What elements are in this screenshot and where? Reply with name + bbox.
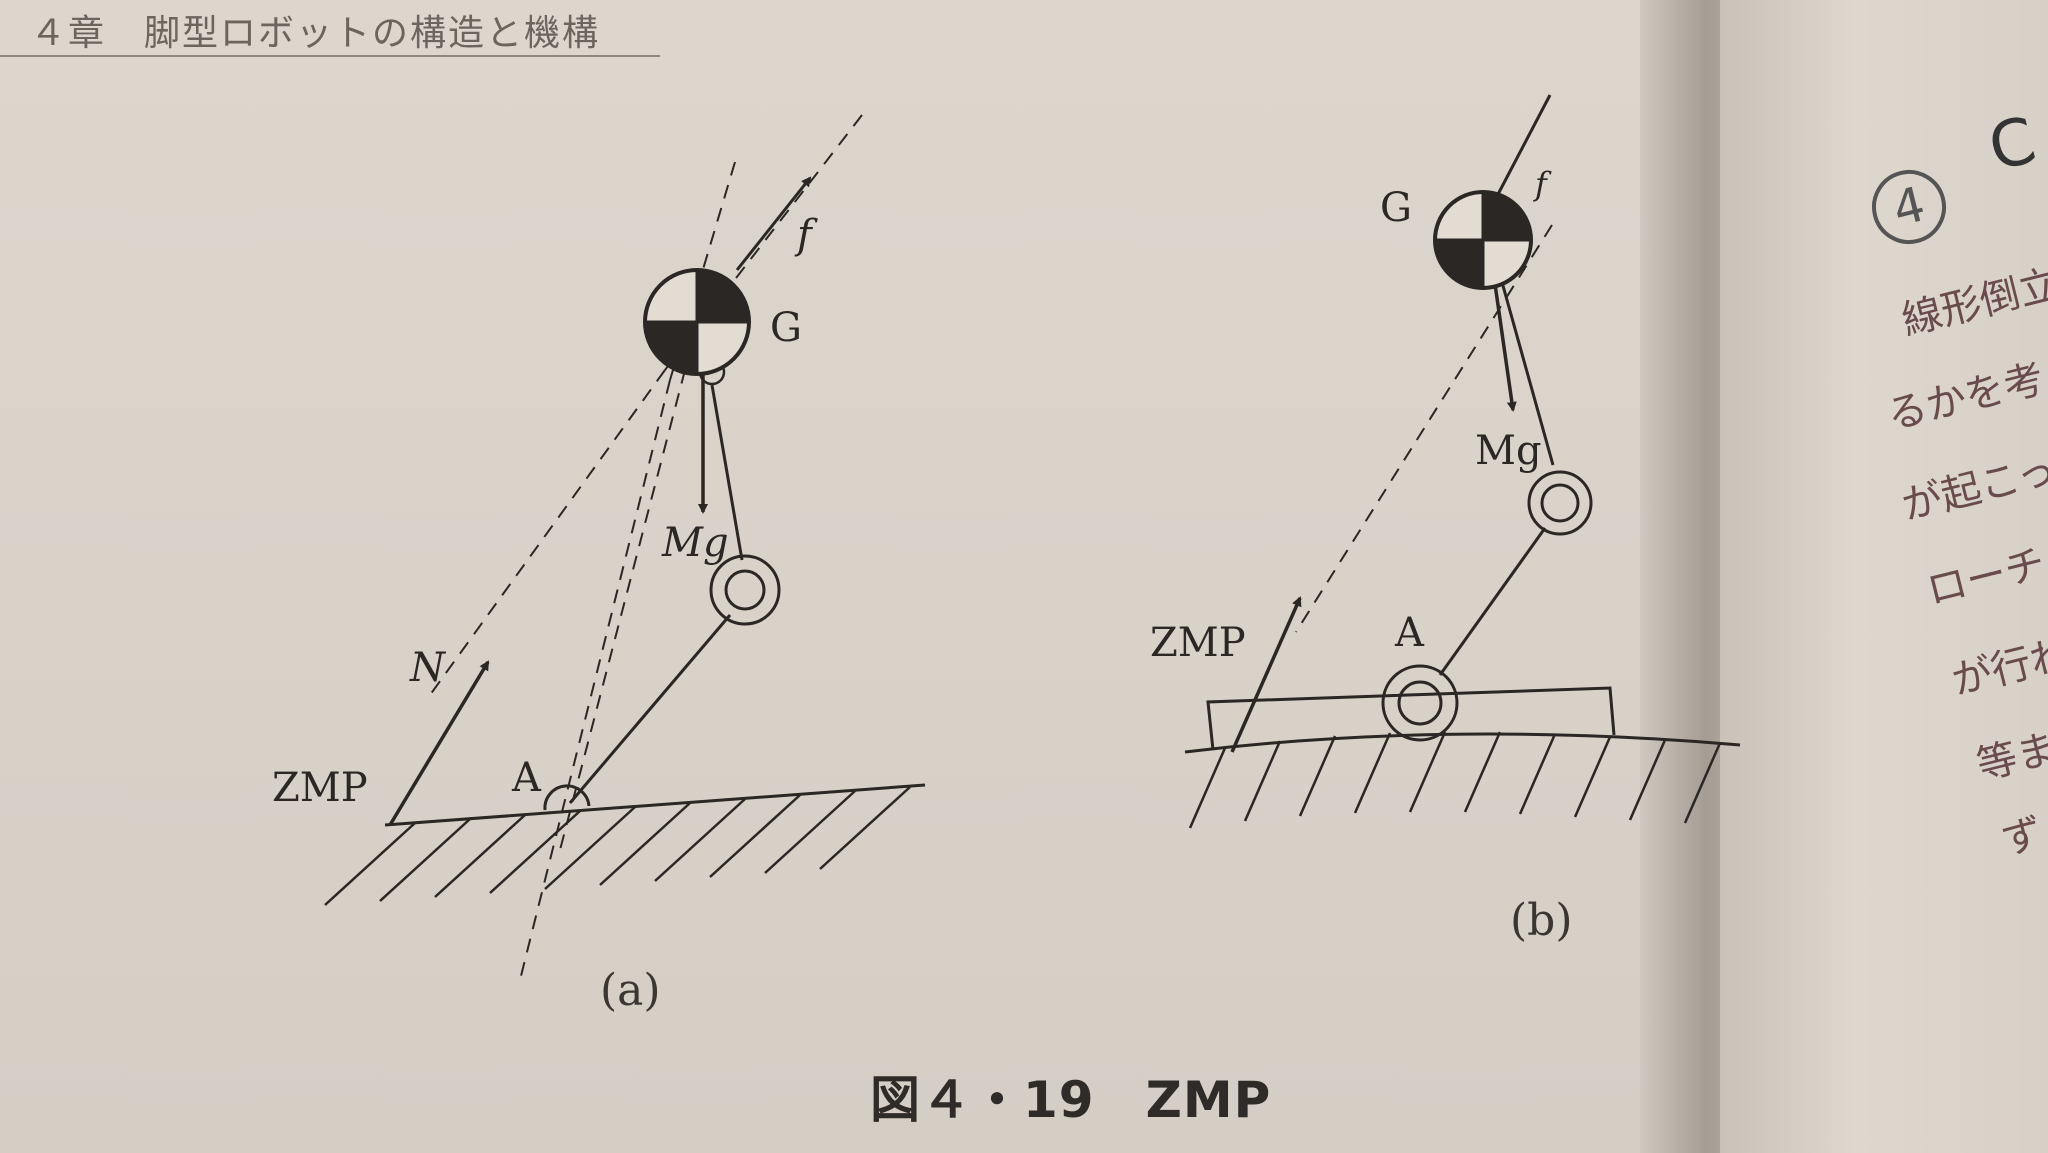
label-a-b: A bbox=[1395, 610, 1424, 656]
label-f-b: f bbox=[1535, 165, 1547, 203]
cog-quarter-2-b bbox=[1433, 238, 1485, 290]
force-f-arrow-b bbox=[1493, 94, 1552, 201]
panel-b-label: (b) bbox=[1510, 895, 1573, 946]
knee-joint-inner-b bbox=[1540, 483, 1580, 523]
leg-lower-a bbox=[568, 614, 732, 804]
cog-quarter-1-a bbox=[695, 268, 751, 324]
header-rule bbox=[0, 55, 660, 57]
label-f-a: f bbox=[797, 212, 812, 258]
figure-caption: 図４・19 ZMP bbox=[870, 1071, 1272, 1129]
ankle-joint-outer-b bbox=[1381, 664, 1459, 742]
label-zmp-b: ZMP bbox=[1150, 620, 1246, 666]
label-g-b: G bbox=[1380, 185, 1412, 231]
leg-lower-b bbox=[1438, 527, 1547, 676]
foot-plate-b bbox=[1206, 686, 1616, 751]
zmp-arrow-b bbox=[1230, 596, 1302, 753]
label-g-a: G bbox=[770, 305, 802, 351]
leg-upper-b bbox=[1498, 274, 1555, 466]
ground-line-a bbox=[384, 783, 926, 827]
label-a-a: A bbox=[512, 755, 541, 801]
label-n-a: N bbox=[410, 645, 445, 691]
label-zmp-a: ZMP bbox=[272, 765, 368, 811]
left-page bbox=[0, 0, 1700, 1153]
label-mg-b: Mg bbox=[1475, 428, 1542, 474]
ground-hatch-b bbox=[1188, 731, 1722, 829]
knee-joint-inner-a bbox=[724, 569, 766, 611]
force-f-arrow-a bbox=[735, 176, 812, 271]
panel-a-diagram bbox=[324, 114, 926, 981]
reaction-n-arrow-a bbox=[388, 660, 490, 826]
knee-joint-outer-a bbox=[709, 554, 781, 626]
ankle-joint-a bbox=[543, 784, 591, 811]
mg-arrow-b bbox=[1491, 269, 1517, 412]
cog-quarter-1-b bbox=[1481, 190, 1533, 242]
ground-hatch-a bbox=[324, 786, 911, 906]
leg-upper-a bbox=[710, 384, 744, 561]
ground-curve-b bbox=[1184, 732, 1741, 754]
label-mg-a: Mg bbox=[662, 520, 729, 566]
ankle-joint-inner-b bbox=[1397, 680, 1443, 726]
dashed-line-b bbox=[1295, 224, 1553, 633]
panel-b-diagram bbox=[1184, 94, 1741, 829]
right-page bbox=[1720, 0, 2048, 1153]
running-header: ４章 脚型ロボットの構造と機構 bbox=[30, 13, 601, 54]
knee-joint-outer-b bbox=[1527, 470, 1593, 536]
cog-quarter-2-a bbox=[643, 320, 699, 376]
panel-a-label: (a) bbox=[600, 965, 661, 1016]
